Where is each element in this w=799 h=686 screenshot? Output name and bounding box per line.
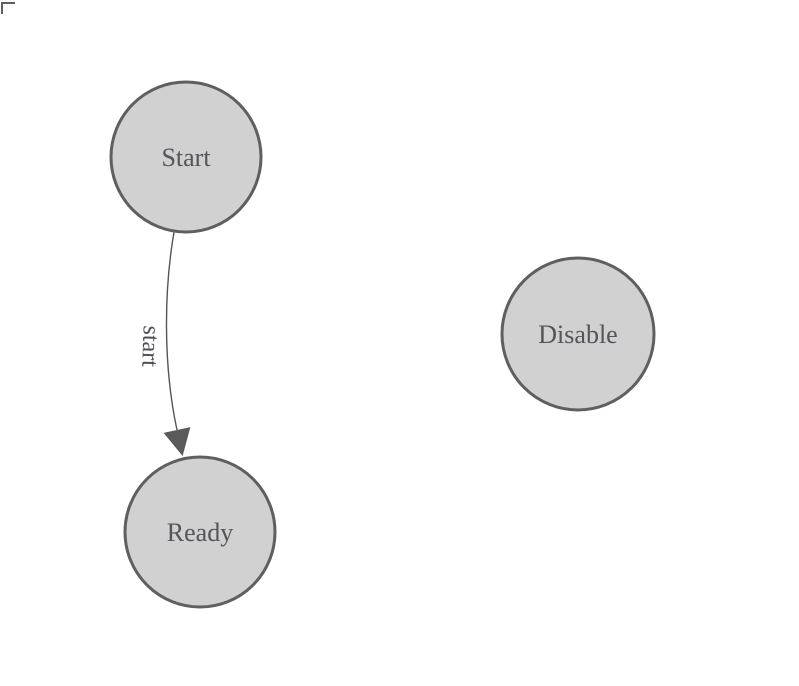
node-disable[interactable]: Disable <box>500 256 656 412</box>
edge-start-to-ready: start <box>136 231 191 456</box>
node-ready-circle[interactable] <box>123 455 277 609</box>
edge-label: start <box>136 325 163 368</box>
node-disable-circle[interactable] <box>500 256 656 412</box>
edge-line[interactable] <box>165 231 178 431</box>
canvas-corner-icon <box>1 2 15 14</box>
node-ready[interactable]: Ready <box>123 455 277 609</box>
arrowhead-icon <box>163 427 191 456</box>
node-start[interactable]: Start <box>109 80 263 234</box>
node-start-circle[interactable] <box>109 80 263 234</box>
